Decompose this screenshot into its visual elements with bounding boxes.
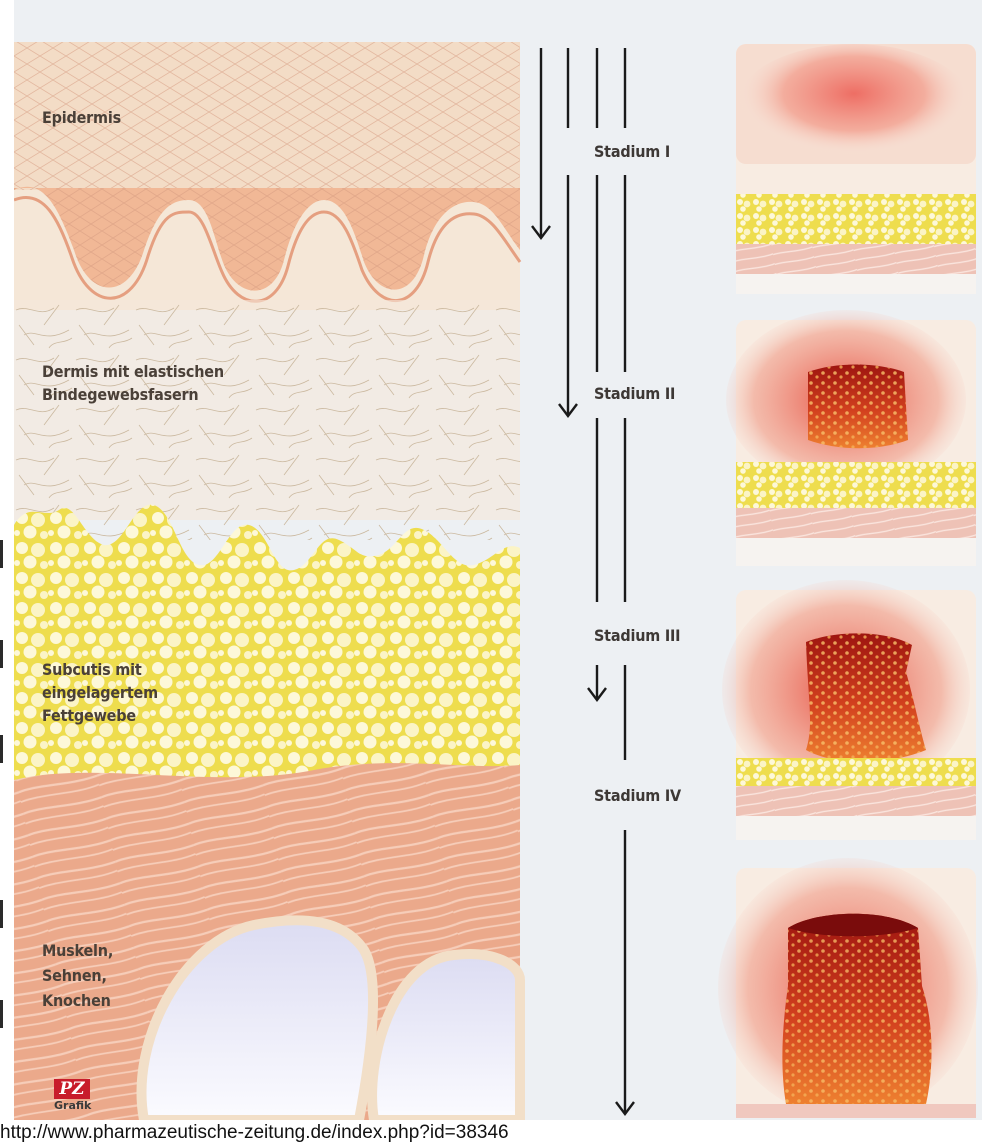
- label-muscle-line1: Muskeln,: [42, 938, 113, 963]
- edge-mark: [0, 900, 3, 928]
- stage-4-thumbnail: [718, 858, 978, 1118]
- stage-1-label: Stadium I: [594, 142, 670, 161]
- diagram-frame: Epidermis Dermis mit elastischen Bindege…: [14, 0, 982, 1120]
- label-muscle-line2: Sehnen,: [42, 963, 113, 988]
- label-dermis-line1: Dermis mit elastischen: [42, 360, 224, 383]
- stage-3-thumbnail: [722, 580, 976, 840]
- stage-1-thumbnail: [736, 44, 976, 294]
- edge-mark: [0, 540, 3, 568]
- label-dermis-line2: Bindegewebsfasern: [42, 383, 224, 406]
- stage-3-label: Stadium III: [594, 626, 680, 645]
- pz-logo-text: Grafik: [54, 1099, 91, 1112]
- label-muscle-line3: Knochen: [42, 988, 113, 1013]
- pz-logo-mark: PZ: [54, 1079, 90, 1099]
- skin-cross-section-illustration: [14, 0, 982, 1120]
- stage-2-thumbnail: [726, 310, 976, 566]
- label-epidermis: Epidermis: [42, 106, 121, 129]
- label-subcutis-line1: Subcutis mit: [42, 658, 158, 681]
- edge-mark: [0, 1000, 3, 1028]
- source-url-link[interactable]: http://www.pharmazeutische-zeitung.de/in…: [0, 1122, 509, 1144]
- pz-grafik-logo: PZ Grafik: [54, 1079, 98, 1117]
- label-subcutis-line3: Fettgewebe: [42, 704, 158, 727]
- edge-mark: [0, 640, 3, 668]
- label-subcutis-line2: eingelagertem: [42, 681, 158, 704]
- edge-mark: [0, 735, 3, 763]
- stage-4-label: Stadium IV: [594, 786, 681, 805]
- depth-indicators: [532, 48, 634, 1114]
- label-muscle: Muskeln, Sehnen, Knochen: [42, 938, 113, 1013]
- stage-2-label: Stadium II: [594, 384, 675, 403]
- label-subcutis: Subcutis mit eingelagertem Fettgewebe: [42, 658, 158, 727]
- label-dermis: Dermis mit elastischen Bindegewebsfasern: [42, 360, 224, 406]
